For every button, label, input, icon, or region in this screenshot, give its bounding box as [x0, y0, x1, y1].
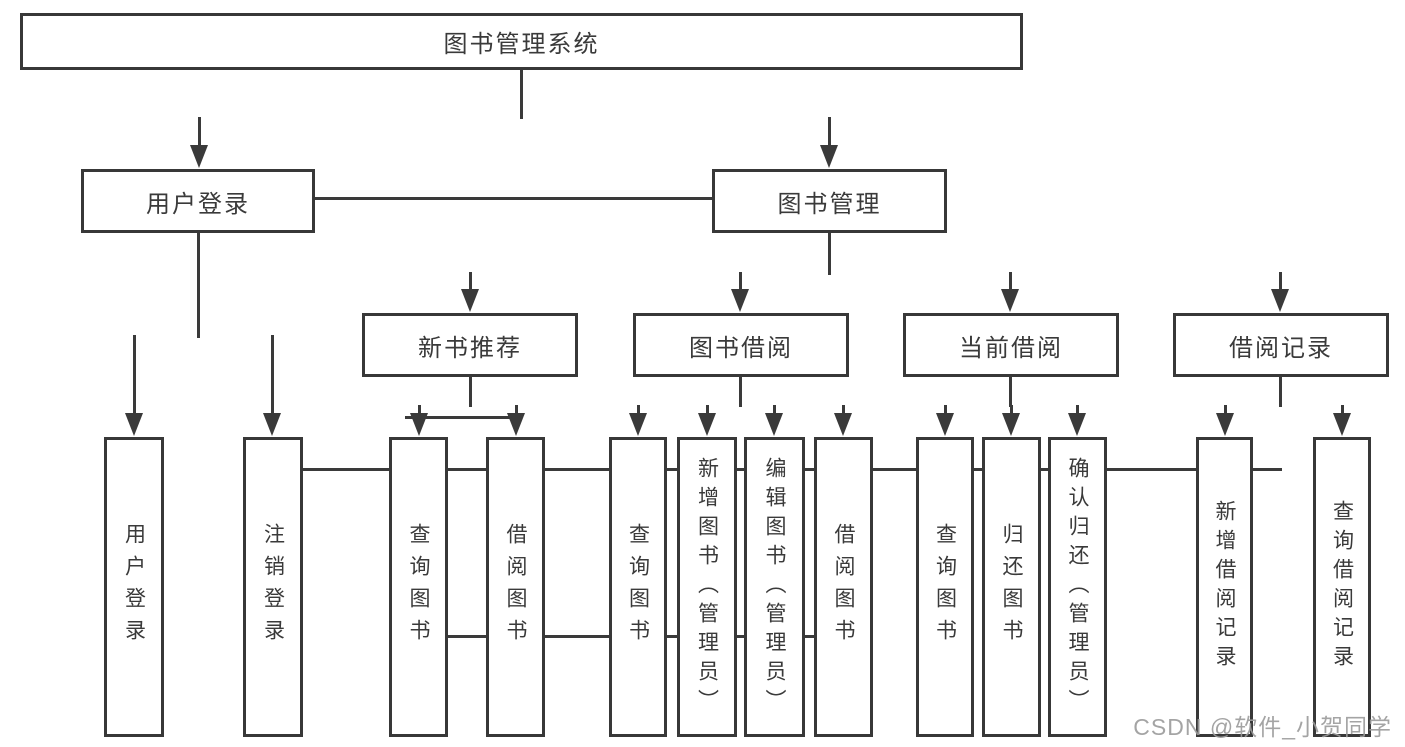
node-query-books-1: 查询图书	[389, 437, 448, 737]
connector-line	[739, 377, 742, 407]
connector-arrow-stem	[1224, 405, 1227, 415]
arrow-head-icon	[936, 413, 954, 436]
arrow-head-icon	[461, 289, 479, 312]
connector-line	[197, 233, 200, 338]
node-logout: 注销登录	[243, 437, 303, 737]
node-user-login: 用户登录	[104, 437, 164, 737]
connector-arrow-stem	[469, 272, 472, 291]
connector-line	[828, 233, 831, 275]
arrow-head-icon	[1001, 289, 1019, 312]
node-library-management-system: 图书管理系统	[20, 13, 1023, 70]
arrow-head-icon	[1002, 413, 1020, 436]
connector-line	[469, 377, 472, 407]
node-add-book-admin: 新增图书（管理员）	[677, 437, 737, 737]
connector-line	[405, 416, 518, 419]
node-borrow-books-1: 借阅图书	[486, 437, 545, 737]
node-book-borrowing: 图书借阅	[633, 313, 849, 377]
arrow-head-icon	[1333, 413, 1351, 436]
node-user-login-module: 用户登录	[81, 169, 315, 233]
arrow-head-icon	[1271, 289, 1289, 312]
node-query-books-2: 查询图书	[609, 437, 667, 737]
csdn-watermark: CSDN @软件_小贺同学	[1133, 714, 1392, 740]
connector-arrow-stem	[773, 405, 776, 415]
connector-arrow-stem	[1341, 405, 1344, 415]
arrow-head-icon	[1068, 413, 1086, 436]
arrow-head-icon	[125, 413, 143, 436]
node-query-borrow-record: 查询借阅记录	[1313, 437, 1371, 737]
connector-line	[1279, 377, 1282, 407]
connector-arrow-stem	[842, 405, 845, 415]
node-return-books: 归还图书	[982, 437, 1041, 737]
node-borrow-records: 借阅记录	[1173, 313, 1389, 377]
connector-arrow-stem	[1010, 405, 1013, 415]
node-edit-book-admin: 编辑图书（管理员）	[744, 437, 805, 737]
connector-line	[117, 197, 831, 200]
connector-line	[520, 69, 523, 119]
arrow-head-icon	[410, 413, 428, 436]
arrow-head-icon	[507, 413, 525, 436]
node-new-book-recommend: 新书推荐	[362, 313, 578, 377]
arrow-head-icon	[834, 413, 852, 436]
connector-arrow-stem	[418, 405, 421, 415]
connector-arrow-stem	[515, 405, 518, 415]
arrow-head-icon	[820, 145, 838, 168]
connector-arrow-stem	[706, 405, 709, 415]
connector-arrow-stem	[637, 405, 640, 415]
arrow-head-icon	[629, 413, 647, 436]
arrow-head-icon	[698, 413, 716, 436]
connector-arrow-stem	[271, 335, 274, 415]
arrow-head-icon	[263, 413, 281, 436]
connector-arrow-stem	[944, 405, 947, 415]
connector-arrow-stem	[828, 117, 831, 147]
node-book-management-module: 图书管理	[712, 169, 947, 233]
connector-arrow-stem	[1009, 272, 1012, 291]
arrow-head-icon	[1216, 413, 1234, 436]
connector-arrow-stem	[1279, 272, 1282, 291]
node-borrow-books-2: 借阅图书	[814, 437, 873, 737]
arrow-head-icon	[731, 289, 749, 312]
node-query-books-3: 查询图书	[916, 437, 974, 737]
connector-arrow-stem	[739, 272, 742, 291]
node-confirm-return-admin: 确认归还（管理员）	[1048, 437, 1107, 737]
node-add-borrow-record: 新增借阅记录	[1196, 437, 1253, 737]
connector-arrow-stem	[133, 335, 136, 415]
connector-arrow-stem	[1076, 405, 1079, 415]
node-current-borrowing: 当前借阅	[903, 313, 1119, 377]
connector-arrow-stem	[198, 117, 201, 147]
arrow-head-icon	[190, 145, 208, 168]
arrow-head-icon	[765, 413, 783, 436]
connector-line	[1009, 377, 1012, 407]
